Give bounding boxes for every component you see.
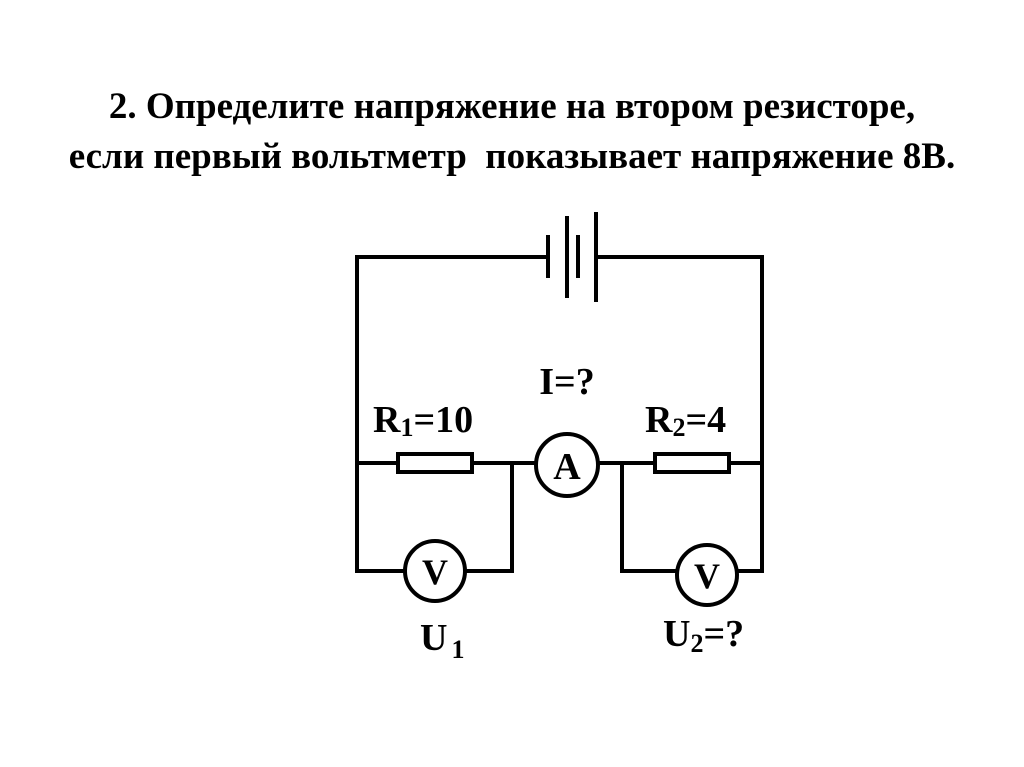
r2-letter: R	[645, 399, 673, 441]
wire-top-left	[355, 255, 546, 573]
wire-top-right	[596, 255, 764, 573]
u2-value: =?	[703, 613, 744, 655]
r1-letter: R	[373, 399, 401, 441]
r1-value: =10	[413, 399, 473, 441]
resistor-r1	[396, 452, 474, 474]
r2-value: =4	[685, 399, 726, 441]
r2-subscript: 2	[672, 413, 685, 442]
current-label: I=?	[539, 361, 594, 403]
u1-letter: U	[420, 617, 447, 659]
wire-voltmeter2-left	[620, 461, 679, 573]
u2-letter: U	[663, 613, 690, 655]
task-line-2: если первый вольтметр показывает напряже…	[68, 136, 956, 177]
ammeter-circle	[534, 432, 600, 498]
task-text: 2. Определите напряжение на втором резис…	[0, 82, 1024, 182]
r1-subscript: 1	[400, 413, 413, 442]
u1-subscript: 1	[451, 635, 464, 664]
voltmeter-1-circle	[403, 539, 467, 603]
main-wires	[355, 255, 764, 573]
task-line-1: 2. Определите напряжение на втором резис…	[108, 86, 916, 127]
battery-symbol	[546, 212, 598, 302]
voltmeter-1-label: V	[422, 552, 448, 592]
resistor-r2	[653, 452, 731, 474]
wire-voltmeter1-right	[463, 461, 514, 573]
r2-label: R2=4	[645, 399, 726, 442]
ammeter-label: A	[553, 446, 581, 488]
r1-label: R1=10	[373, 399, 473, 442]
voltmeter-2-circle	[675, 543, 739, 607]
u2-subscript: 2	[690, 629, 703, 658]
voltmeter-2-label: V	[694, 556, 720, 596]
u2-label: U2=?	[663, 613, 744, 658]
